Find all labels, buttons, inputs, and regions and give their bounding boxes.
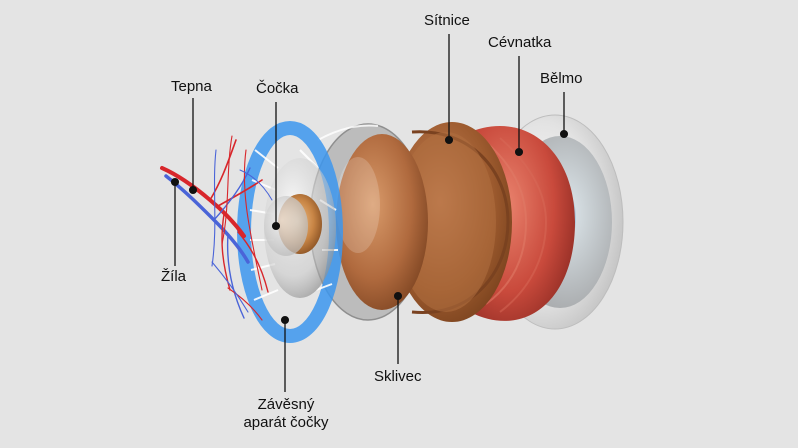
label-zila: Žíla — [161, 268, 187, 285]
lens-zonule-layer — [237, 121, 343, 343]
vitreous-layer — [309, 123, 428, 321]
label-zavesny-line2: aparát čočky — [243, 414, 329, 431]
leader-lines — [170, 34, 569, 392]
label-zavesny-aparat: Závěsný aparát čočky — [236, 396, 336, 432]
label-sitnice: Sítnice — [424, 12, 470, 29]
blood-vessels — [160, 135, 273, 321]
label-sklivec: Sklivec — [374, 368, 422, 385]
label-belmo: Bělmo — [540, 70, 583, 87]
label-tepna: Tepna — [171, 78, 212, 95]
label-cocka: Čočka — [256, 80, 299, 97]
label-cevnatka: Cévnatka — [488, 34, 552, 51]
label-zavesny-line1: Závěsný — [257, 396, 315, 413]
